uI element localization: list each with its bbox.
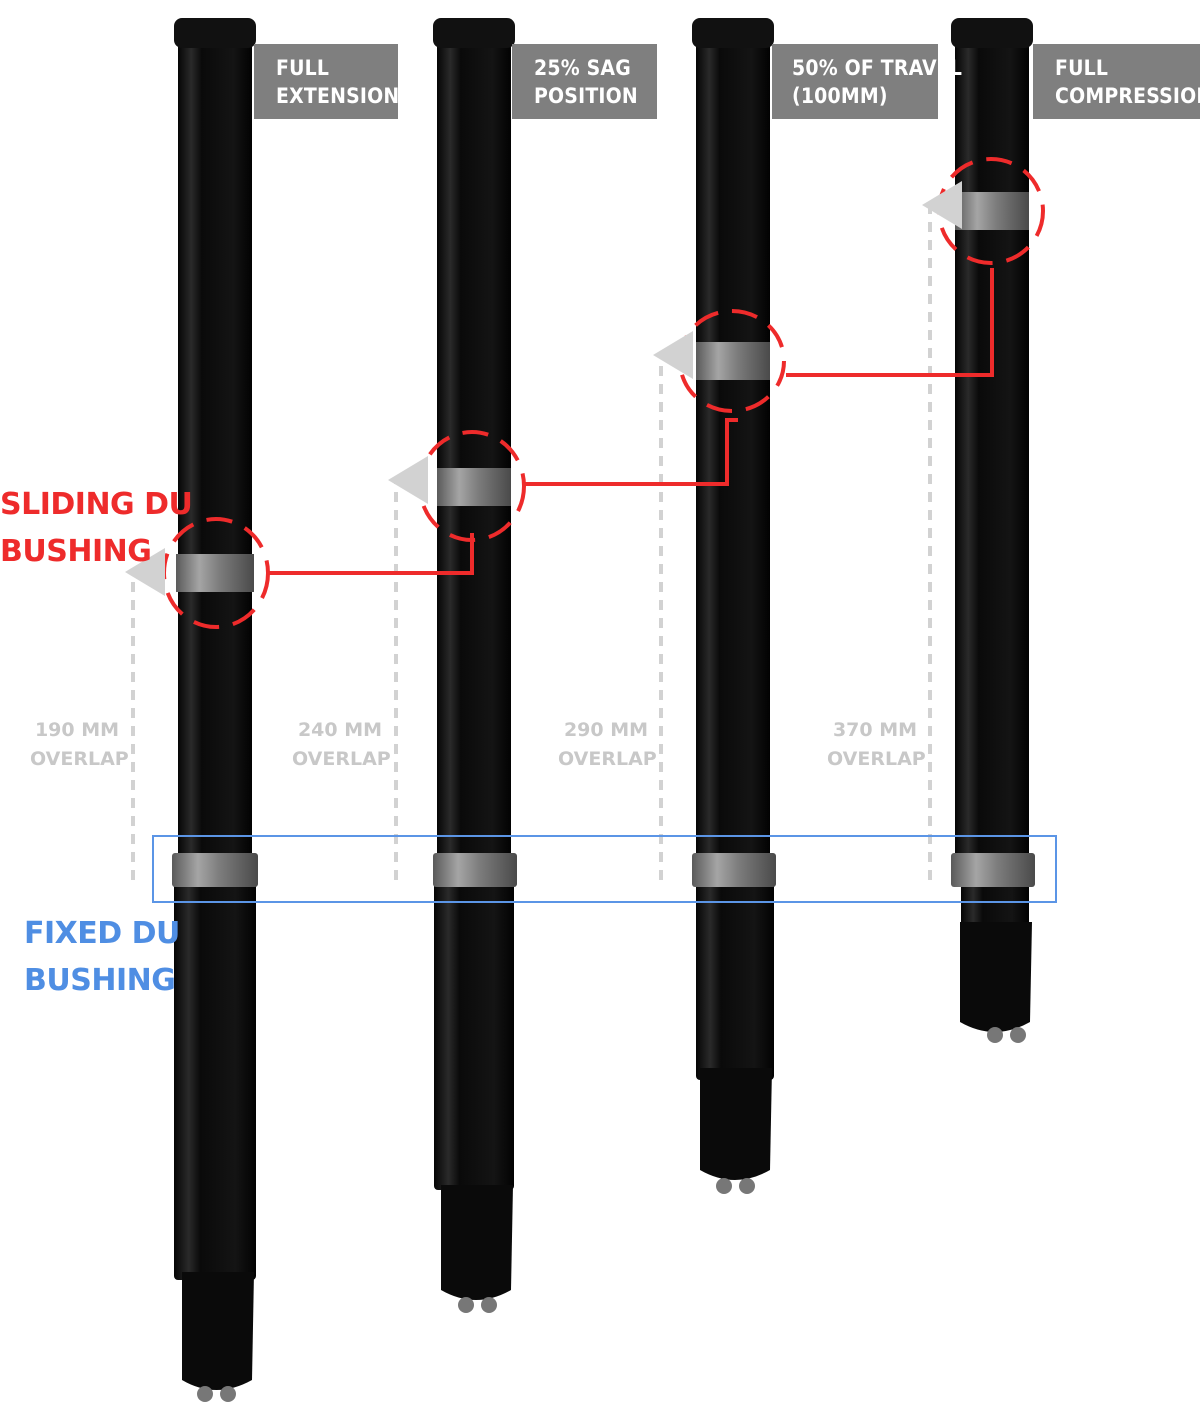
axle-bolt-icon: [220, 1386, 236, 1402]
fork-dropout: [960, 922, 1032, 1032]
axle-bolt-icon: [197, 1386, 213, 1402]
fork-top-cap: [433, 18, 515, 48]
axle-bolt-icon: [481, 1297, 497, 1313]
fork-dropout: [441, 1185, 513, 1300]
fork-lower-leg: [174, 880, 256, 1280]
fork-top-cap: [174, 18, 256, 48]
fixed-bushing: [951, 853, 1035, 887]
fork-stanchion: [955, 30, 1029, 875]
fork-top-cap: [951, 18, 1033, 48]
fixed-bushing: [692, 853, 776, 887]
sliding-bushing: [955, 192, 1029, 230]
sliding-bushing-connector-line: [268, 533, 474, 575]
fork-full-compression: [922, 18, 1045, 1043]
fork-stanchion: [437, 30, 511, 875]
sliding-bushing: [696, 342, 770, 380]
fork-25-sag: [388, 18, 526, 1313]
axle-bolt-icon: [1010, 1027, 1026, 1043]
fork-lower-leg: [696, 880, 774, 1080]
axle-bolt-icon: [739, 1178, 755, 1194]
fork-50-travel: [653, 18, 786, 1194]
fork-stanchion: [696, 30, 770, 875]
sliding-bushing-connector-line: [525, 418, 738, 486]
fork-lower-leg: [961, 880, 1029, 930]
fixed-bushing: [172, 853, 258, 887]
fork-stanchion: [178, 30, 252, 875]
axle-bolt-icon: [458, 1297, 474, 1313]
fork-top-cap: [692, 18, 774, 48]
fork-dropout: [182, 1272, 254, 1390]
fork-full-extension: [125, 18, 270, 1402]
fork-lower-leg: [434, 880, 514, 1190]
sliding-bushing: [437, 468, 511, 506]
axle-bolt-icon: [716, 1178, 732, 1194]
fixed-bushing: [433, 853, 517, 887]
sliding-bushing: [176, 554, 254, 592]
sliding-bushing-connector-line: [786, 268, 994, 377]
sliding-bushing-highlight-circle: [678, 309, 786, 413]
fork-dropout: [700, 1068, 772, 1180]
fixed-bushing-highlight-box: [152, 835, 1057, 903]
axle-bolt-icon: [987, 1027, 1003, 1043]
position-label-50-travel: 50% OF TRAVEL(100MM): [772, 44, 962, 119]
